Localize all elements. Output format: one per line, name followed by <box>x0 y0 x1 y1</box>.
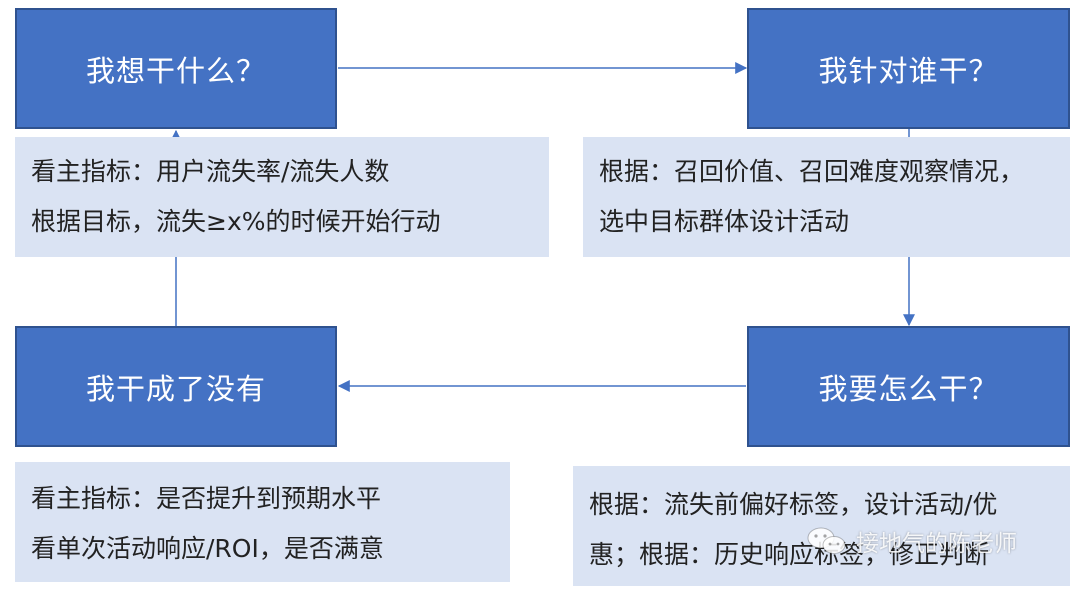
node-result: 我干成了没有 <box>15 326 337 447</box>
watermark: 接地气的陈老师 <box>806 524 1017 558</box>
note-what: 看主指标：用户流失率/流失人数 根据目标，流失≥x%的时候开始行动 <box>15 137 549 257</box>
wechat-icon <box>806 526 848 556</box>
note-how-line-1: 根据：流失前偏好标签，设计活动/优 <box>589 490 998 519</box>
node-what: 我想干什么？ <box>15 8 337 129</box>
note-how: 根据：流失前偏好标签，设计活动/优 惠；根据：历史响应标签，修正判断 <box>573 466 1070 586</box>
note-result-line-2: 看单次活动响应/ROI，是否满意 <box>31 534 384 563</box>
note-whom-line-1: 根据：召回价值、召回难度观察情况， <box>599 157 1025 186</box>
note-how-line-2: 惠；根据：历史响应标签，修正判断 <box>589 540 990 569</box>
note-what-line-2: 根据目标，流失≥x%的时候开始行动 <box>31 207 441 236</box>
note-what-line-1: 看主指标：用户流失率/流失人数 <box>31 157 390 186</box>
note-whom-line-2: 选中目标群体设计活动 <box>599 207 850 236</box>
watermark-text: 接地气的陈老师 <box>856 531 1017 557</box>
node-how: 我要怎么干？ <box>747 326 1070 447</box>
note-whom: 根据：召回价值、召回难度观察情况， 选中目标群体设计活动 <box>583 137 1070 257</box>
note-result-line-1: 看主指标：是否提升到预期水平 <box>31 484 382 513</box>
note-result: 看主指标：是否提升到预期水平 看单次活动响应/ROI，是否满意 <box>15 462 510 582</box>
node-whom: 我针对谁干？ <box>747 8 1070 129</box>
